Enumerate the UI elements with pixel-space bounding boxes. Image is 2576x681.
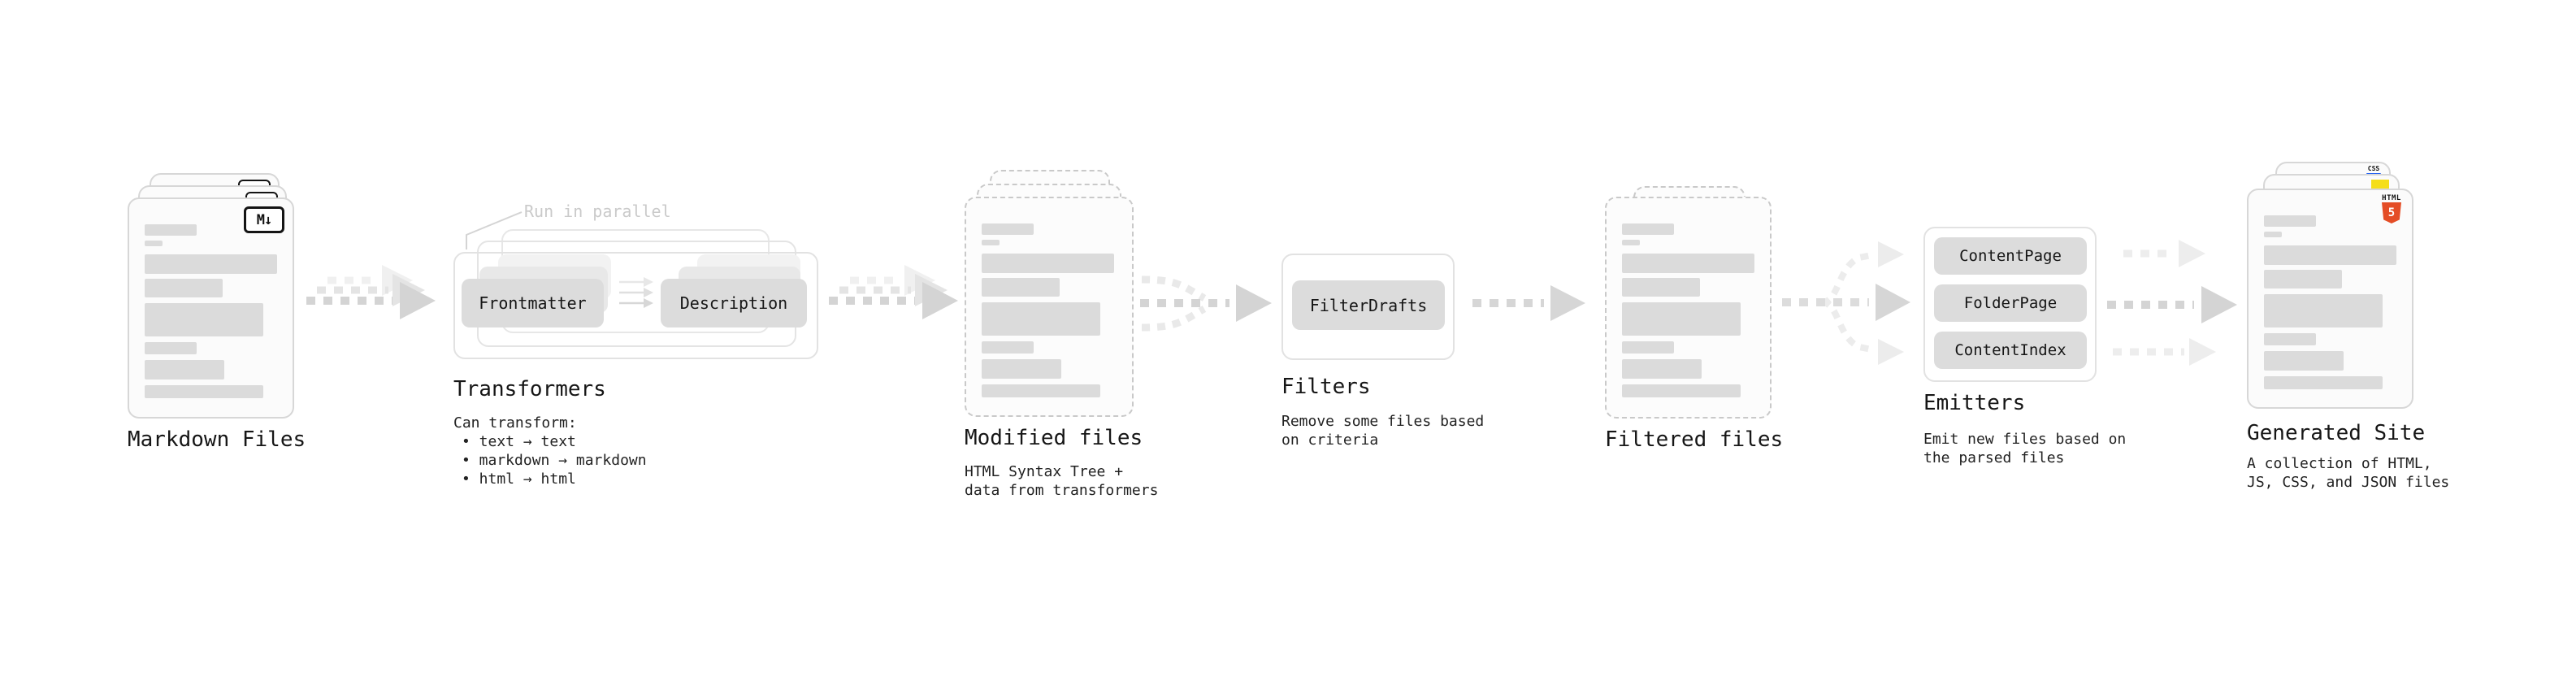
filters-title: Filters [1281,375,1371,399]
css-wordmark: CSS [2367,165,2380,172]
file-content-placeholder [982,223,1114,397]
callout-line [466,211,523,249]
text-placeholder-bar [1622,254,1754,273]
text-placeholder-bar [1622,278,1700,297]
text-placeholder-bar [2264,232,2282,237]
emitters-subtitle: Emit new files based on the parsed files [1923,430,2126,467]
parallel-mini-arrows [619,277,653,308]
pill-description: Description [661,279,807,327]
file-content-placeholder [2264,215,2396,389]
text-placeholder-bar [982,278,1060,297]
text-placeholder-bar [145,224,197,236]
text-placeholder-bar [145,360,224,380]
arrow-filters-to-filtered [1472,285,1585,321]
transformer-frame [453,252,818,359]
text-placeholder-bar [982,223,1034,235]
site-file-card-html: HTML 5 [2247,189,2413,409]
text-placeholder-bar [2264,270,2342,288]
filtered-files-title: Filtered files [1605,427,1784,452]
text-placeholder-bar [145,385,263,398]
filters-frame [1281,254,1455,360]
modified-file-card [965,197,1134,417]
subtitle-line: data from transformers [965,482,1159,499]
text-placeholder-bar [2264,245,2396,265]
generated-site-title: Generated Site [2247,421,2426,445]
text-placeholder-bar [1622,384,1741,397]
pill-contentpage: ContentPage [1934,237,2087,275]
arrow-filtered-to-emitters [1782,241,1910,365]
text-placeholder-bar [1622,240,1640,245]
text-placeholder-bar [982,341,1034,354]
pill-frontmatter: Frontmatter [462,279,604,327]
generated-site-subtitle: A collection of HTML, JS, CSS, and JSON … [2247,454,2449,492]
pill-filterdrafts: FilterDrafts [1292,280,1445,330]
text-placeholder-bar [145,303,263,336]
subtitle-line: A collection of HTML, [2247,455,2432,472]
transformers-title: Transformers [453,377,606,401]
note-heading: Can transform: [453,414,577,432]
subtitle-line: Emit new files based on [1923,431,2127,448]
file-content-placeholder [1622,223,1754,397]
html5-numeral: 5 [2387,206,2396,219]
arrow-markdown-to-transformers [306,265,436,319]
filters-subtitle: Remove some files based on criteria [1281,412,1484,449]
text-placeholder-bar [1622,302,1741,336]
text-placeholder-bar [1622,223,1674,235]
subtitle-line: the parsed files [1923,449,2065,466]
arrow-emitters-to-site [2107,240,2237,366]
subtitle-line: on criteria [1281,432,1379,449]
emitters-frame [1923,227,2097,382]
text-placeholder-bar [145,254,277,274]
pill-contentindex: ContentIndex [1934,332,2087,369]
markdown-file-card: M↓ [128,197,294,419]
text-placeholder-bar [145,342,197,354]
markdown-icon: M↓ [244,206,284,233]
modified-files-title: Modified files [965,426,1143,450]
html5-shield: 5 [2382,202,2401,223]
subtitle-line: HTML Syntax Tree + [965,463,1124,480]
text-placeholder-bar [2264,294,2383,327]
text-placeholder-bar [2264,376,2383,389]
emitters-title: Emitters [1923,391,2026,415]
modified-files-subtitle: HTML Syntax Tree + data from transformer… [965,462,1158,500]
text-placeholder-bar [1622,359,1702,379]
text-placeholder-bar [145,279,223,297]
pill-folderpage: FolderPage [1934,284,2087,322]
text-placeholder-bar [145,241,163,246]
html5-wordmark: HTML [2382,194,2401,202]
text-placeholder-bar [1622,341,1674,354]
text-placeholder-bar [2264,351,2344,371]
js-icon [2371,180,2389,191]
subtitle-line: JS, CSS, and JSON files [2247,474,2450,491]
run-in-parallel-annotation: Run in parallel [524,202,671,221]
markdown-files-title: Markdown Files [128,427,306,452]
text-placeholder-bar [2264,215,2316,227]
text-placeholder-bar [982,384,1100,397]
text-placeholder-bar [982,254,1114,273]
transformers-note: Can transform: • text → text • markdown … [453,414,647,488]
note-bullet: • text → text [462,433,576,450]
text-placeholder-bar [982,359,1061,379]
filtered-file-card [1605,197,1772,419]
arrow-transformers-to-modified [829,265,958,319]
text-placeholder-bar [2264,333,2316,345]
file-content-placeholder [145,224,277,398]
note-bullet: • html → html [462,471,576,488]
html5-icon: HTML 5 [2381,194,2402,223]
subtitle-line: Remove some files based [1281,413,1485,430]
arrow-modified-to-filters [1140,275,1272,332]
note-bullet: • markdown → markdown [462,452,647,469]
text-placeholder-bar [982,240,1000,245]
text-placeholder-bar [982,302,1100,336]
